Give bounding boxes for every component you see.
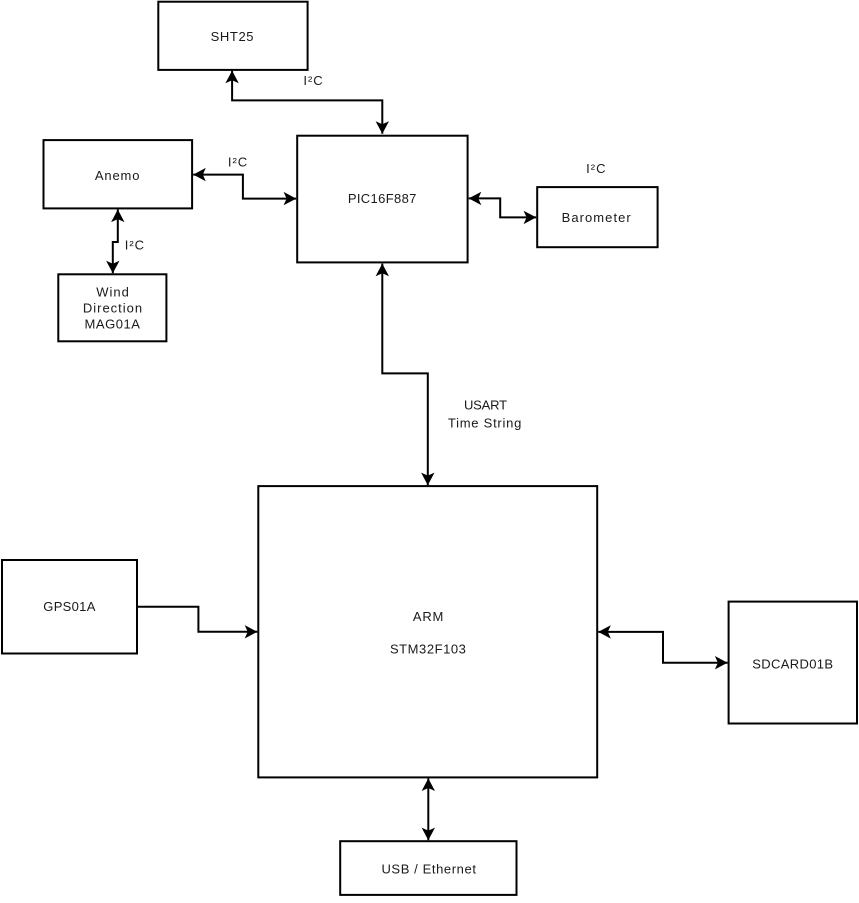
svg-text:USART: USART <box>464 397 507 412</box>
svg-text:STM32F103: STM32F103 <box>390 641 466 656</box>
svg-text:Barometer: Barometer <box>562 210 632 225</box>
svg-text:I²C: I²C <box>586 161 606 176</box>
svg-text:SHT25: SHT25 <box>211 29 254 44</box>
svg-text:MAG01A: MAG01A <box>84 317 140 332</box>
svg-text:ARM: ARM <box>413 609 444 624</box>
svg-text:Wind: Wind <box>96 285 130 300</box>
svg-text:GPS01A: GPS01A <box>43 599 95 614</box>
svg-text:I²C: I²C <box>228 154 248 169</box>
svg-text:SDCARD01B: SDCARD01B <box>752 656 833 671</box>
svg-text:USB / Ethernet: USB / Ethernet <box>381 861 476 876</box>
svg-text:I²C: I²C <box>125 238 145 253</box>
svg-text:PIC16F887: PIC16F887 <box>348 191 417 206</box>
svg-text:I²C: I²C <box>303 73 323 88</box>
svg-text:Anemo: Anemo <box>95 168 140 183</box>
svg-text:Direction: Direction <box>83 301 143 316</box>
svg-text:Time String: Time String <box>448 416 522 431</box>
